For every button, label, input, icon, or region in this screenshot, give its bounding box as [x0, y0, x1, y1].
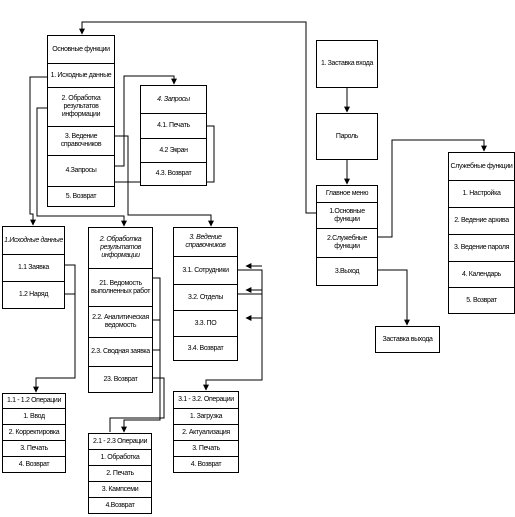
menu-glavnoe: Главное меню 1.Основные функции 2.Служеб… [316, 185, 378, 286]
menu-title: 3. Ведение справочников [185, 234, 226, 249]
link-glavnoe-to-osnovnye [79, 21, 316, 214]
menu-item-svodnaya[interactable]: 2.3. Сводная заявка [89, 337, 152, 366]
menu-item-vozvrat[interactable]: 5. Возврат [449, 287, 514, 313]
menu-title: Главное меню [325, 190, 369, 197]
menu-item-vedomost[interactable]: 21. Ведомость выполненных работ [89, 268, 152, 306]
menu-item-sotrudniki[interactable]: 3.1. Сотрудники [174, 256, 237, 284]
menu-item-nastroika[interactable]: 1. Настройка [449, 180, 514, 207]
menu-item-otdely[interactable]: 3.2. Отделы [174, 284, 237, 310]
menu-item-vedenie[interactable]: 3. Ведение справочников [48, 126, 114, 155]
menu-item-zaprosy[interactable]: 4.Запросы [48, 155, 114, 186]
menu-item-zagruzka[interactable]: 1. Загрузка [174, 408, 238, 424]
link-glavnoe-to-vyhod [378, 269, 410, 326]
menu-item-sluzhebnye[interactable]: 2.Служебные функции [317, 228, 377, 257]
menu-item-vozvrat[interactable]: 3.4. Возврат [174, 336, 237, 360]
menu-operacii-11: 1.1 - 1.2 Операции 1. Ввод 2. Корректиро… [2, 393, 66, 473]
menu-ishodnye: 1.Исходные данные 1.1 Заявка 1.2 Наряд [2, 226, 65, 309]
menu-item-vozvrat[interactable]: 4.3. Возврат [141, 162, 206, 185]
menu-item-vozvrat[interactable]: 4. Возврат [3, 456, 65, 472]
link-ishodnye-ops [33, 264, 76, 393]
menu-item-ekran[interactable]: 4.2 Экран [141, 138, 206, 162]
link-vedenie-ops [203, 269, 263, 391]
menu-title: 1.1 - 1.2 Операции [6, 397, 62, 404]
menu-item-vozvrat[interactable]: 5. Возврат [48, 186, 114, 206]
menu-osnovnye-funkcii: Основные функции 1. Исходные данные 2. О… [47, 35, 115, 207]
menu-item-vvod[interactable]: 1. Ввод [3, 408, 65, 424]
menu-title: 4. Запросы [157, 95, 190, 103]
menu-item-aktualizaciya[interactable]: 2. Актуализация [174, 424, 238, 440]
link-osnovnye-to-obrabotka [36, 107, 127, 227]
menu-item-pechat[interactable]: 3. Печать [3, 440, 65, 456]
menu-item-vozvrat[interactable]: 4.Возврат [89, 497, 151, 513]
menu-item-pechat[interactable]: 3. Печать [174, 440, 238, 456]
menu-operacii-21: 2.1 - 2.3 Операции 1. Обработка 2. Печат… [88, 433, 152, 514]
menu-item-kampsemi[interactable]: 3. Кампсеми [89, 481, 151, 497]
menu-item-vyhod[interactable]: 3.Выход [317, 257, 377, 285]
menu-item-naryad[interactable]: 1.2 Наряд [3, 281, 64, 308]
menu-item-pechat[interactable]: 4.1. Печать [141, 113, 206, 138]
menu-item-pechat[interactable]: 2. Печать [89, 465, 151, 481]
link-glavnoe-to-sluzhebnye [378, 139, 487, 238]
link-obrabotka-ops [121, 277, 161, 433]
menu-title: 3.1 - 3.2. Операции [178, 396, 234, 403]
menu-item-obrabotka[interactable]: 1. Обработка [89, 449, 151, 465]
menu-item-arhiv[interactable]: 2. Ведение архива [449, 207, 514, 234]
menu-obrabotka: 2. Обработка результатов информации 21. … [88, 227, 153, 393]
menu-operacii-31: 3.1 - 3.2. Операции 1. Загрузка 2. Актуа… [173, 391, 239, 473]
link-osnovnye-to-vedenie [115, 135, 214, 227]
menu-title: 2. Обработка результатов информации [99, 236, 142, 259]
menu-title: 2.1 - 2.3 Операции [92, 437, 148, 445]
menu-title: Основные функции [52, 45, 110, 53]
menu-item-vozvrat[interactable]: 4. Возврат [174, 456, 238, 472]
menu-item-osnovnye[interactable]: 1.Основные функции [317, 202, 377, 228]
menu-title: 1.Исходные данные [4, 236, 63, 244]
menu-item-zayavka[interactable]: 1.1 Заявка [3, 254, 64, 281]
menu-item-vozvrat[interactable]: 23. Возврат [89, 366, 152, 392]
menu-item-parol[interactable]: 3. Ведение пароля [449, 234, 514, 261]
menu-item-po[interactable]: 3.3. ПО [174, 310, 237, 336]
link-osnovnye-to-zaprosy [115, 75, 177, 167]
menu-item-analiticheskaya[interactable]: 2.2. Аналитическая ведомость [89, 306, 152, 337]
link-osnovnye-to-ishodnye [29, 76, 47, 226]
menu-sluzhebnye: Служебные функции 1. Настройка 2. Ведени… [448, 152, 515, 314]
menu-zaprosy: 4. Запросы 4.1. Печать 4.2 Экран 4.3. Во… [140, 85, 207, 186]
box-zastavka-vhoda: 1. Заставка входа [316, 40, 378, 88]
menu-item-obrabotka[interactable]: 2. Обработка результатов информации [48, 87, 114, 126]
box-zastavka-vyhoda: Заставка выхода [375, 326, 440, 353]
box-parol: Пароль [316, 113, 378, 160]
menu-item-kalendar[interactable]: 4. Календарь [449, 261, 514, 287]
menu-vedenie: 3. Ведение справочников 3.1. Сотрудники … [173, 227, 238, 361]
menu-title: Служебные функции [450, 162, 513, 170]
menu-item-ishodnye[interactable]: 1. Исходные данные [48, 63, 114, 87]
menu-item-korrektirovka[interactable]: 2. Корректировка [3, 424, 65, 440]
